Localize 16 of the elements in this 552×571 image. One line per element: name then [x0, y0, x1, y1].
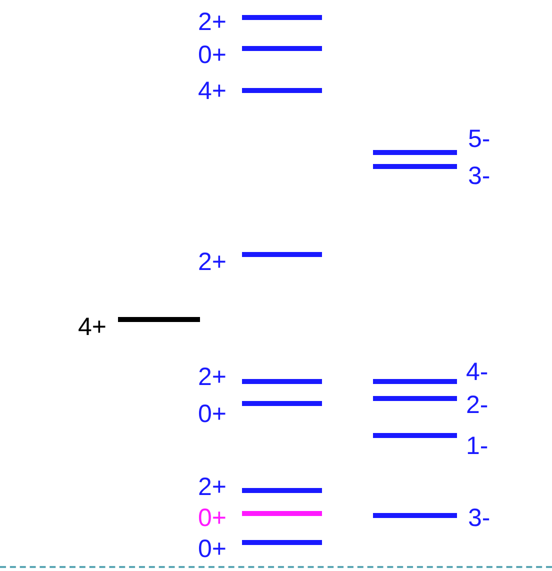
level-label: 0+	[198, 42, 227, 68]
level-label: 3-	[468, 505, 490, 531]
level-label: 3-	[468, 163, 490, 189]
level-label: 4-	[466, 359, 488, 385]
level-label: 2-	[466, 392, 488, 418]
level-label: 0+	[198, 505, 227, 531]
level-label: 2+	[198, 249, 227, 275]
level-label: 4+	[78, 314, 107, 340]
level-label: 5-	[468, 126, 490, 152]
level-label: 0+	[198, 536, 227, 562]
level-label: 2+	[198, 364, 227, 390]
level-label: 2+	[198, 474, 227, 500]
level-label: 4+	[198, 78, 227, 104]
level-label: 1-	[466, 433, 488, 459]
level-label: 2+	[198, 9, 227, 35]
level-label: 0+	[198, 401, 227, 427]
